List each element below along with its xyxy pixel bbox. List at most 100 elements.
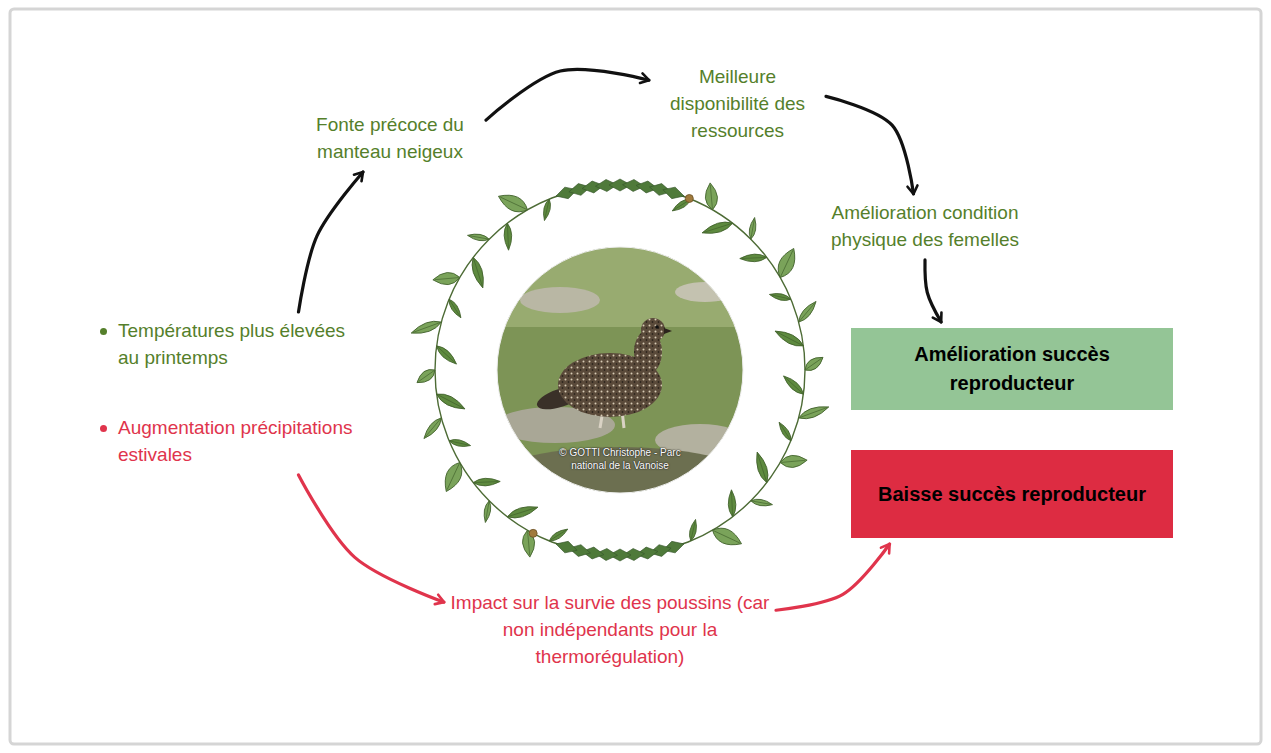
leaf <box>541 198 552 221</box>
leaf-blade <box>774 245 801 280</box>
leaf-blade <box>728 490 737 517</box>
leaf-vein <box>713 531 739 543</box>
leaf-vein <box>550 530 566 540</box>
leaf-vein <box>704 224 732 233</box>
leaf-blade <box>748 217 758 240</box>
leaf-blade <box>410 318 443 337</box>
leaf-diamond <box>661 184 686 202</box>
leaf-vein <box>781 250 793 276</box>
leaf-wreath <box>410 179 831 562</box>
leaf <box>753 451 771 484</box>
leaf-blade <box>740 254 767 263</box>
leaf-blade <box>414 366 438 387</box>
leaf <box>548 526 570 543</box>
leaf-vein <box>437 395 463 408</box>
bird-head <box>641 318 665 342</box>
node-text: Amélioration condition physique des feme… <box>810 200 1040 254</box>
arrow-connector <box>925 260 941 322</box>
leaf-blade <box>541 198 552 221</box>
leaf-vein <box>486 502 489 521</box>
leaf <box>776 421 793 443</box>
leaf-blade <box>750 498 773 508</box>
leaf <box>469 256 487 289</box>
leaf-blade <box>421 415 444 441</box>
leaf <box>773 327 806 350</box>
leaf-blade <box>781 373 806 397</box>
bird-beak <box>664 328 672 334</box>
leaf-blade <box>769 291 792 302</box>
leaf <box>688 519 699 542</box>
photo-rim <box>497 247 743 493</box>
node-text: Impact sur la survie des poussins (car n… <box>450 590 770 671</box>
leaf <box>435 390 468 413</box>
leaf-vein <box>785 377 803 393</box>
leaf-vein <box>732 492 733 516</box>
rock <box>675 282 735 302</box>
leaf-vein <box>437 347 455 363</box>
leaf-blade <box>796 299 819 325</box>
leaf-blade <box>688 519 699 542</box>
leaf <box>504 223 513 250</box>
leaf <box>740 254 767 263</box>
leaf-blade <box>776 421 793 443</box>
leaf-vein <box>800 408 827 418</box>
leaf-vein <box>806 359 822 370</box>
leaf-blade <box>432 271 460 285</box>
bullet-item: Augmentation précipitations estivales <box>96 415 366 469</box>
leaf-blade <box>469 256 487 289</box>
leaf <box>434 343 459 367</box>
leaf <box>432 271 460 285</box>
leaf <box>446 298 463 320</box>
arrow-connector <box>776 544 890 610</box>
leaf <box>709 524 744 551</box>
node-text: Meilleure disponibilité des ressources <box>655 64 820 145</box>
leaf <box>728 490 737 517</box>
leaf-blade <box>709 524 744 551</box>
leaf-blade <box>446 298 463 320</box>
leaf-vein <box>691 521 695 540</box>
leaf-vein <box>545 200 549 219</box>
leaf <box>796 299 819 325</box>
leaf-vein <box>508 508 536 517</box>
leaf <box>748 217 758 240</box>
leaf-vein <box>742 257 766 258</box>
leaf-vein <box>710 185 712 209</box>
photo-credit: © GOTTI Christophe - Parc national de la… <box>545 447 695 472</box>
bullet-item: Températures plus élevées au printemps <box>96 318 366 372</box>
leaf <box>495 190 530 217</box>
leaf-vein <box>474 258 483 286</box>
leaf <box>704 182 718 210</box>
leaf-vein <box>500 197 526 209</box>
leaf-blade <box>506 503 539 521</box>
step-text: Impact sur la survie des poussins (car n… <box>450 590 770 671</box>
node-text: Températures plus élevées au printemps <box>118 318 366 372</box>
leaf-blade <box>434 343 459 367</box>
leaf-blade <box>701 219 734 237</box>
leaf-vein <box>758 454 767 482</box>
photo-soil <box>480 447 760 523</box>
leaf <box>467 232 490 242</box>
leaf <box>506 503 539 521</box>
arrow-connector <box>826 96 914 194</box>
node-text: Amélioration succès reproducteur <box>871 340 1153 398</box>
leaf-blade <box>482 500 492 523</box>
leaf <box>421 415 444 441</box>
leaf-blade <box>802 353 826 374</box>
leaf-blade <box>467 232 490 242</box>
leaf-blade <box>504 223 513 250</box>
leaf-diamond <box>554 538 579 556</box>
rock <box>520 287 600 313</box>
leaf-vein <box>447 463 459 489</box>
leaf-vein <box>450 300 460 316</box>
leaf-blade <box>753 451 771 484</box>
leaf <box>769 291 792 302</box>
leaf-vein <box>507 224 508 248</box>
bullet-dot <box>100 328 107 335</box>
leaf-vein <box>777 332 803 345</box>
leaf-blade <box>495 190 530 217</box>
wreath-bud <box>529 529 537 537</box>
leaf-vein <box>425 419 440 437</box>
arrow-connector <box>486 69 649 120</box>
leaf-blade <box>704 182 718 210</box>
arrow-connector <box>299 172 364 312</box>
